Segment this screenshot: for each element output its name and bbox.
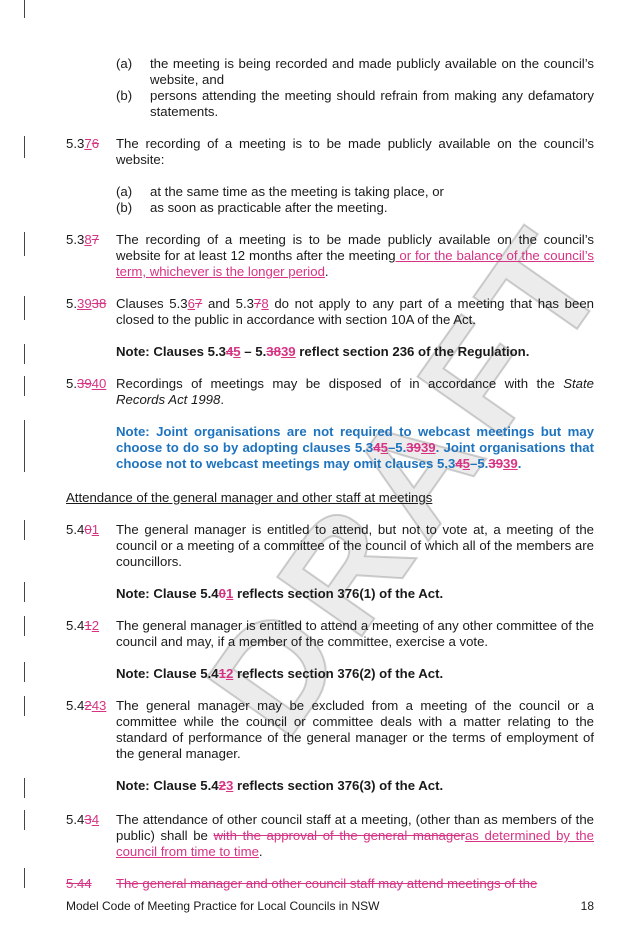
note-clause-5-43: Note: Clause 5.423 reflects section 376(… — [116, 778, 444, 793]
note-clauses-5-34-5-39: Note: Clauses 5.345 – 5.3839 reflect sec… — [116, 344, 530, 359]
change-bar — [24, 868, 25, 888]
change-bar — [24, 520, 25, 540]
change-bar — [24, 420, 25, 472]
change-bar — [24, 696, 25, 716]
change-bar — [24, 296, 25, 320]
note-clause-5-41: Note: Clause 5.401 reflects section 376(… — [116, 586, 444, 601]
inserted-text: as determined by the council from time t… — [116, 828, 594, 859]
inserted-text: or for the balance of the council’s term… — [116, 248, 594, 279]
note-clause-5-42: Note: Clause 5.412 reflects section 376(… — [116, 666, 444, 681]
clause-number: 5.3940 — [66, 376, 107, 391]
page-number: 18 — [580, 899, 594, 913]
change-bar — [24, 0, 25, 18]
clause-number: 5.3938 — [66, 296, 107, 311]
clause-number: 5.412 — [66, 618, 100, 633]
clause-number: 5.434 — [66, 812, 100, 827]
deleted-text: with the approval of the general manager — [213, 828, 465, 843]
change-bar — [24, 582, 25, 602]
change-bar — [24, 344, 25, 364]
footer-title: Model Code of Meeting Practice for Local… — [66, 899, 380, 913]
change-bar — [24, 136, 25, 158]
clause-number: 5.401 — [66, 522, 100, 537]
clause-number: 5.4243 — [66, 698, 107, 713]
change-bar — [24, 232, 25, 256]
clause-number: 5.387 — [66, 232, 100, 247]
clause-number: 5.376 — [66, 136, 100, 151]
change-bar — [24, 662, 25, 682]
change-bar — [24, 376, 25, 396]
change-bar — [24, 810, 25, 830]
page-footer: Model Code of Meeting Practice for Local… — [66, 898, 594, 914]
change-bar — [24, 778, 25, 798]
note-joint-organisations: Note: Joint organisations are not requir… — [116, 424, 595, 471]
section-heading: Attendance of the general manager and ot… — [66, 490, 433, 505]
change-bar — [24, 616, 25, 636]
